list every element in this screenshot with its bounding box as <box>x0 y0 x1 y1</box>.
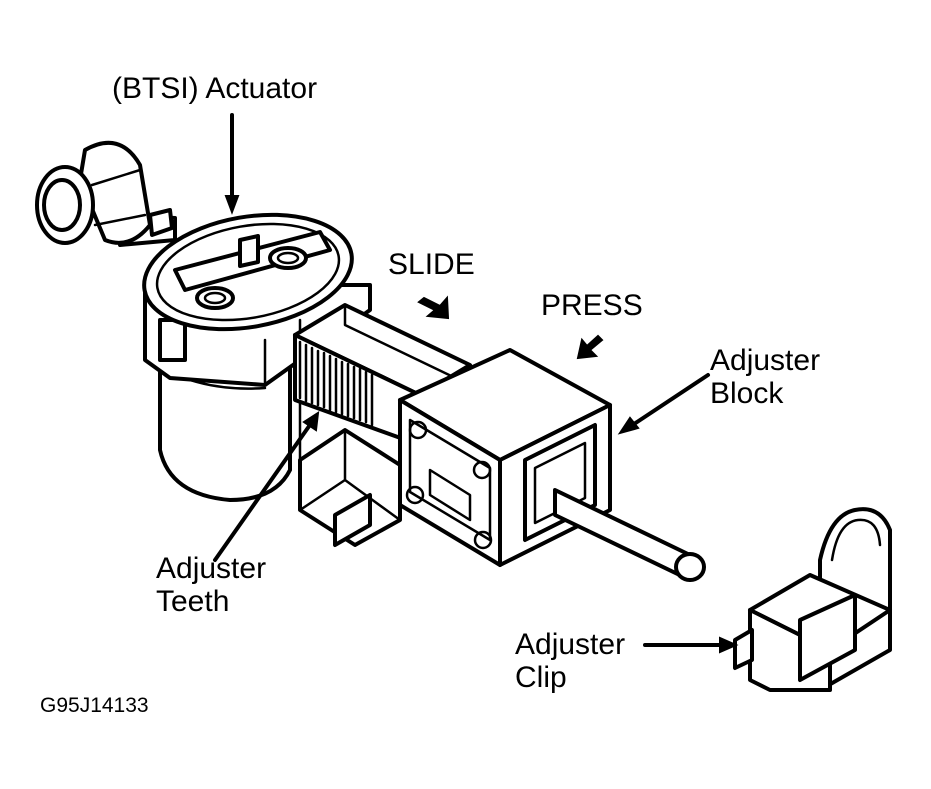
leader-line-adjuster-clip <box>643 636 739 654</box>
leader-line-adjuster-block <box>617 373 710 435</box>
adjuster-clip-label-line2: Clip <box>515 661 567 694</box>
leader-line-actuator <box>224 113 240 215</box>
left-clip <box>298 428 402 547</box>
btsi-actuator <box>142 212 354 332</box>
adjuster-clip <box>733 507 892 692</box>
adjuster-teeth-label-line2: Teeth <box>156 585 230 618</box>
press-arrow-icon <box>576 334 604 360</box>
slide-arrow-icon <box>417 295 450 320</box>
adjuster-block-label-line2: Block <box>710 377 784 410</box>
leader-line-adjuster-teeth <box>213 411 320 562</box>
press-label: PRESS <box>541 289 643 322</box>
adjuster-block <box>398 348 612 567</box>
adjuster-rod <box>553 488 706 582</box>
slide-label: SLIDE <box>388 248 475 281</box>
figure-code: G95J14133 <box>40 694 149 717</box>
adjuster-teeth-label-line1: Adjuster <box>156 552 267 585</box>
adjuster-clip-label-line1: Adjuster <box>515 628 626 661</box>
adjuster-block-label-line1: Adjuster <box>710 344 821 377</box>
cable-connector <box>35 140 177 247</box>
actuator-label: (BTSI) Actuator <box>112 72 318 105</box>
